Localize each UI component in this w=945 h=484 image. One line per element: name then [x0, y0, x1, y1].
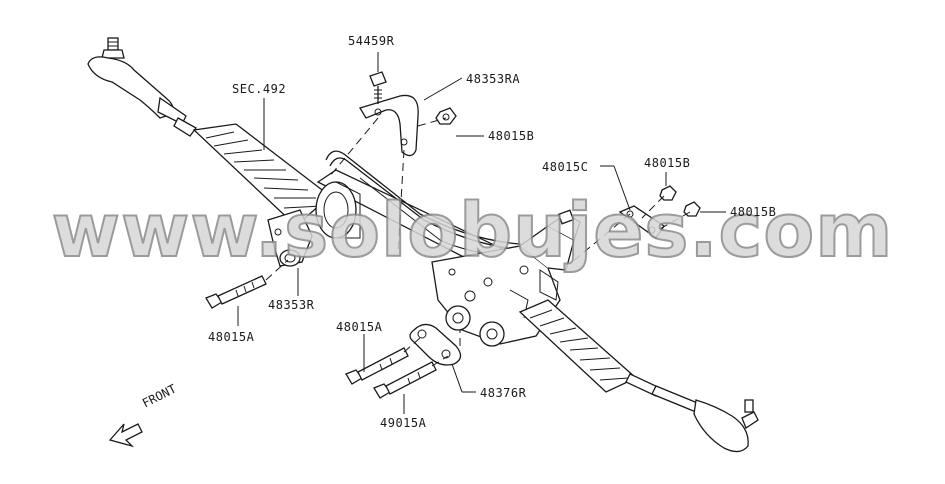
label-48015b-right: 48015B	[730, 205, 777, 219]
right-boot	[518, 299, 638, 393]
left-bolt	[205, 275, 267, 309]
label-48015b-mid: 48015B	[644, 156, 691, 170]
washer-plate	[409, 323, 462, 366]
label-48015a-center: 48015A	[336, 320, 383, 334]
left-boot	[192, 123, 332, 227]
front-arrow	[108, 423, 143, 448]
label-48015b-top: 48015B	[488, 129, 535, 143]
label-48015a-left: 48015A	[208, 330, 255, 344]
label-48376r: 48376R	[480, 386, 527, 400]
label-48353ra: 48353RA	[466, 72, 521, 86]
label-49015a: 49015A	[380, 416, 427, 430]
label-48015c: 48015C	[542, 160, 589, 174]
upper-clamp	[359, 71, 457, 157]
label-48353r: 48353R	[268, 298, 315, 312]
right-bracket	[618, 185, 701, 239]
left-tie-rod-end	[87, 37, 197, 137]
assembly-lines	[265, 117, 691, 367]
left-mount	[267, 209, 313, 267]
label-sec-492: SEC.492	[232, 82, 287, 96]
right-tie-rod-end	[625, 373, 759, 453]
label-54459r: 54459R	[348, 34, 395, 48]
center-bolts	[345, 347, 437, 399]
leader-lines	[237, 52, 726, 414]
